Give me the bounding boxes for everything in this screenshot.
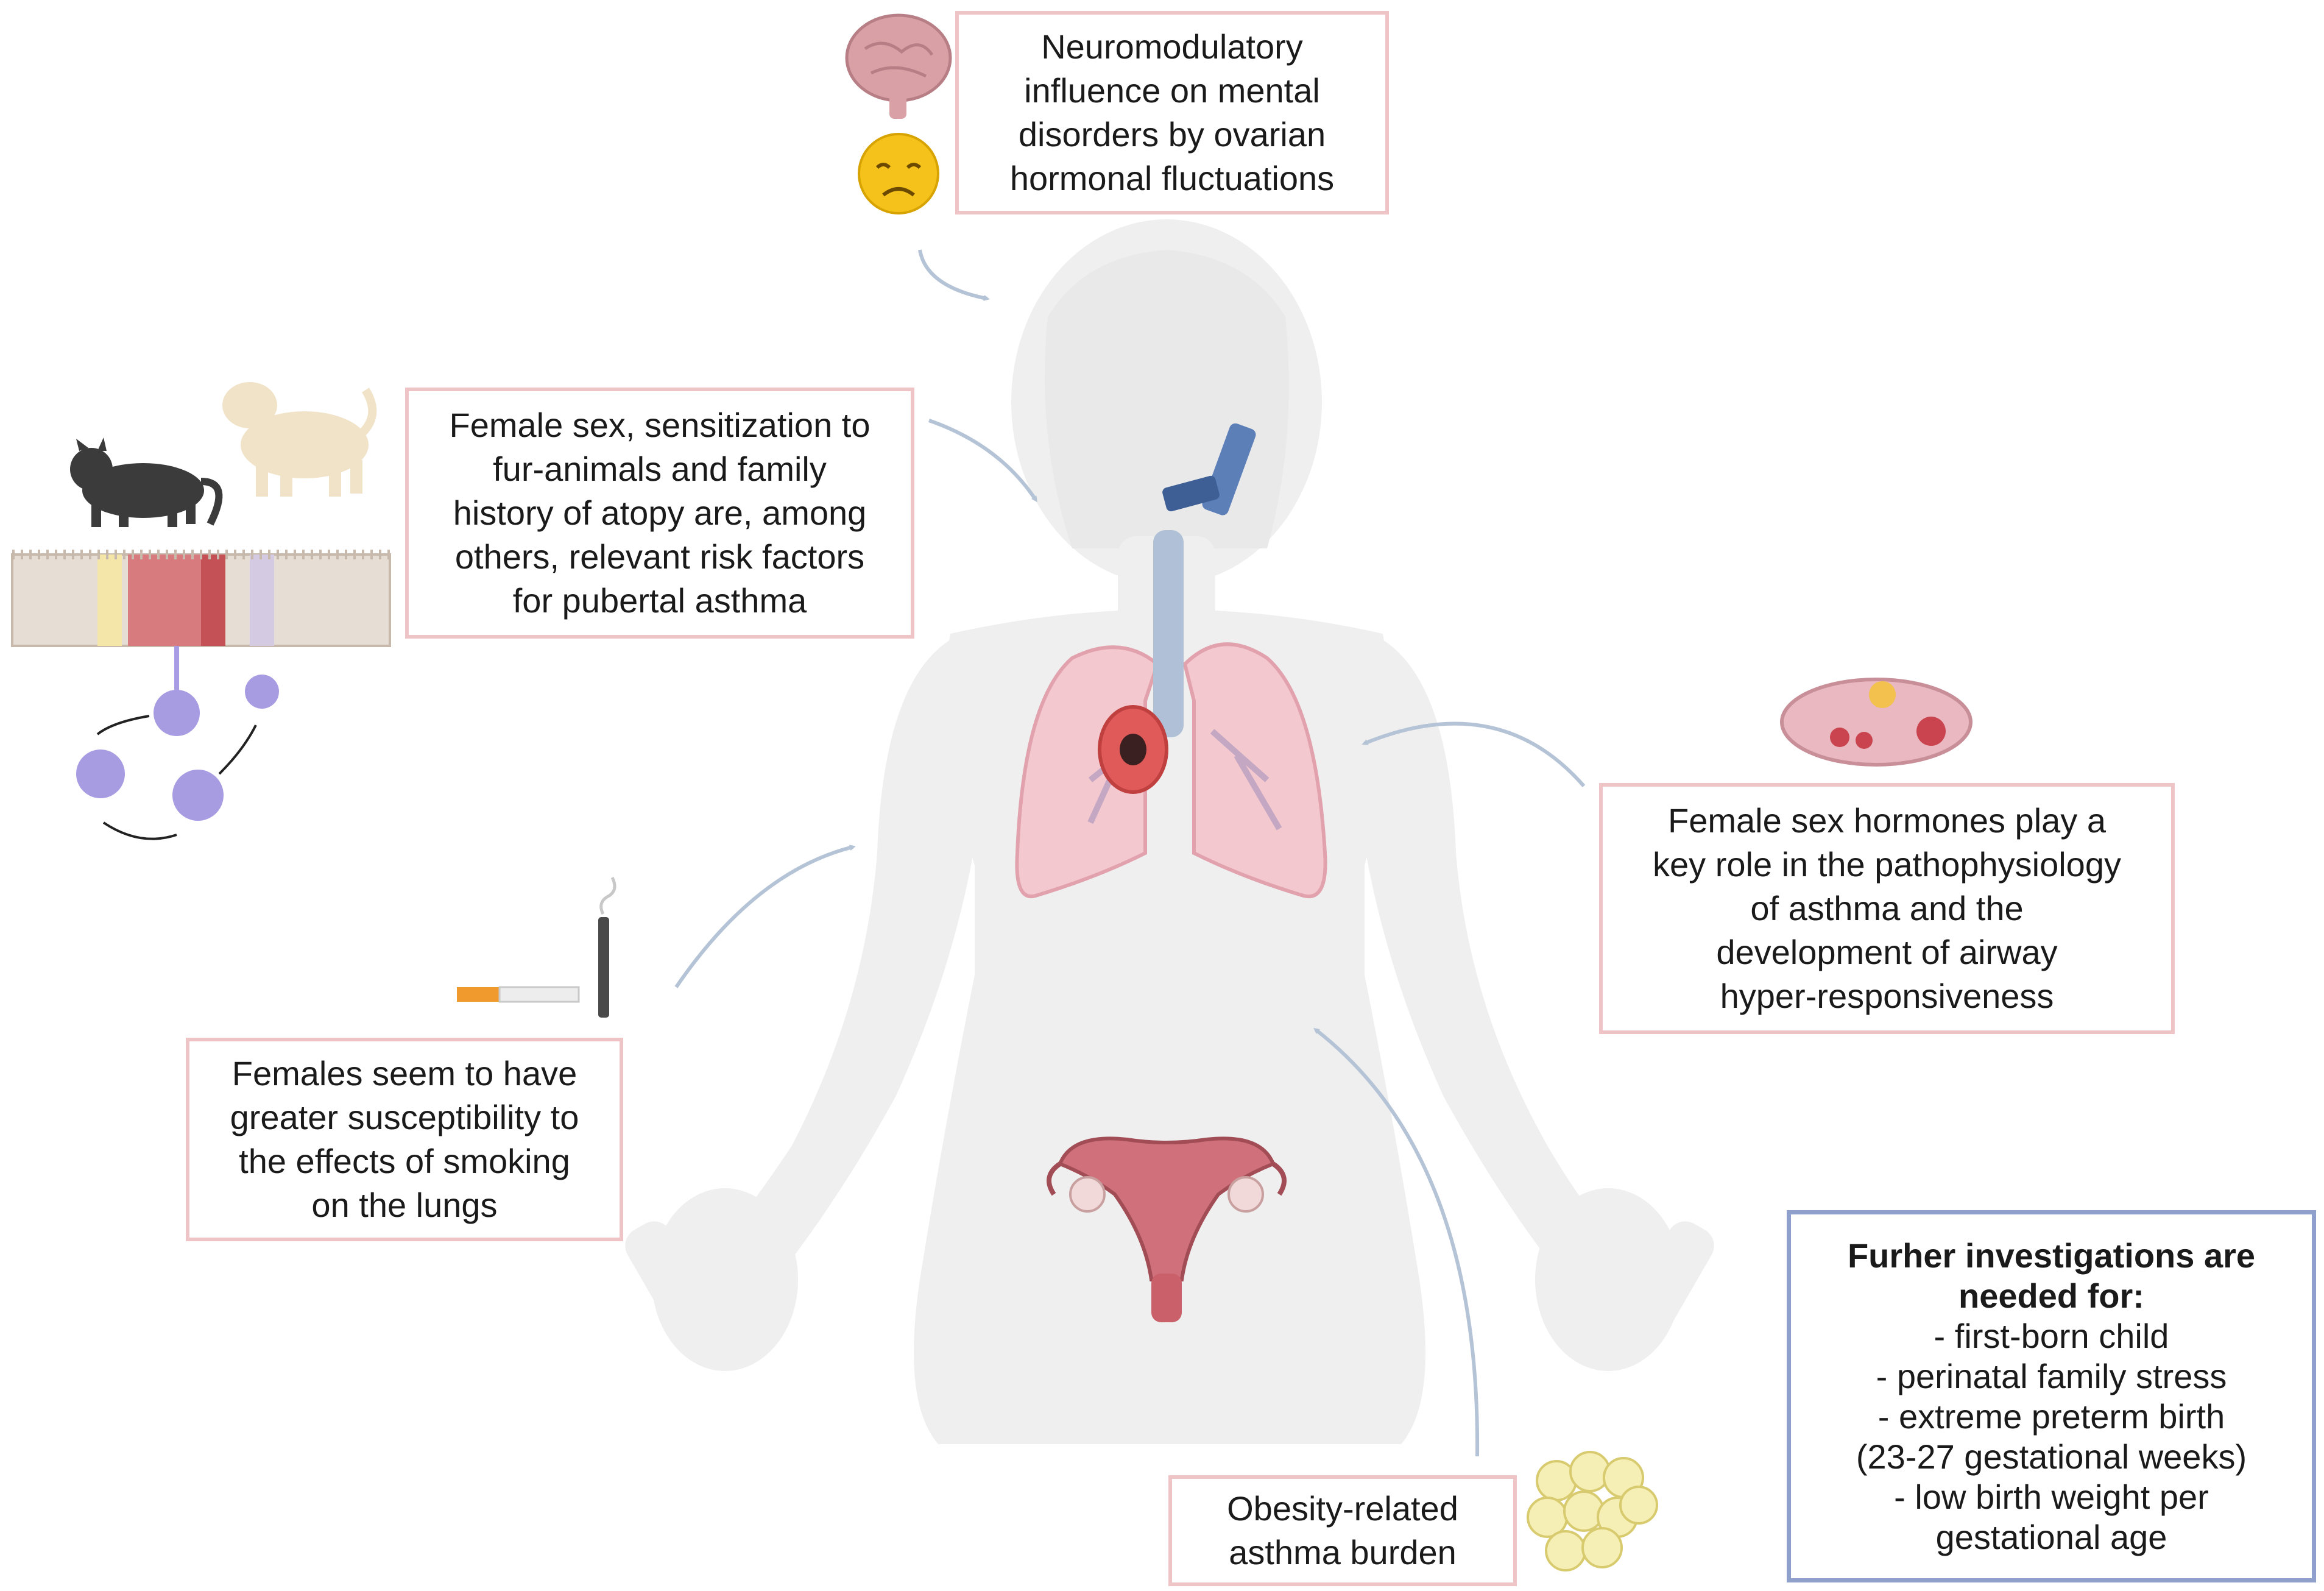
dog-icon xyxy=(222,382,377,497)
further-item: - first-born child xyxy=(1934,1316,2169,1355)
text-line: hormonal fluctuations xyxy=(1009,159,1335,197)
inhaler-icon xyxy=(1162,423,1256,516)
neuromodulatory-text: Neuromodulatory influence on mental diso… xyxy=(1010,25,1334,200)
text-line: development of airway xyxy=(1716,933,2058,971)
text-line: key role in the pathophysiology xyxy=(1653,845,2121,884)
risk-factors-text: Female sex, sensitization to fur-animals… xyxy=(450,403,871,623)
arrows xyxy=(674,249,1586,1457)
cigarette-icon xyxy=(457,986,580,1003)
further-item: gestational age xyxy=(1935,1517,2167,1556)
obesity-text: Obesity-related asthma burden xyxy=(1227,1487,1458,1575)
further-item: (23-27 gestational weeks) xyxy=(1856,1437,2247,1476)
further-item: - low birth weight per xyxy=(1894,1477,2209,1516)
further-title-line: needed for: xyxy=(1958,1276,2144,1315)
text-line: asthma burden xyxy=(1229,1533,1457,1572)
e-cigarette-icon xyxy=(598,876,616,1018)
further-title-line: Furher investigations are xyxy=(1847,1236,2256,1275)
text-line: history of atopy are, among xyxy=(453,494,867,532)
text-line: of asthma and the xyxy=(1750,889,2024,927)
text-line: hyper-responsiveness xyxy=(1720,977,2054,1015)
smoking-box: Females seem to have greater susceptibil… xyxy=(186,1038,623,1241)
text-line: others, relevant risk factors xyxy=(454,537,865,576)
risk-factors-box: Female sex, sensitization to fur-animals… xyxy=(405,388,914,639)
fat-cells-icon xyxy=(1527,1451,1658,1572)
smoking-text: Females seem to have greater susceptibil… xyxy=(230,1052,579,1227)
sex-hormones-box: Female sex hormones play a key role in t… xyxy=(1599,783,2175,1034)
sex-hormones-text: Female sex hormones play a key role in t… xyxy=(1653,799,2121,1018)
airway-section-icon xyxy=(1098,705,1168,794)
text-line: disorders by ovarian xyxy=(1018,115,1326,154)
airway-epithelium-icon xyxy=(11,550,391,647)
text-line: Females seem to have xyxy=(231,1054,577,1093)
further-investigations-box: Furher investigations are needed for: - … xyxy=(1787,1210,2316,1582)
trachea-icon xyxy=(1153,530,1184,737)
text-line: Neuromodulatory xyxy=(1041,27,1303,66)
obesity-box: Obesity-related asthma burden xyxy=(1168,1475,1517,1586)
cat-icon xyxy=(70,438,223,527)
text-line: Obesity-related xyxy=(1227,1489,1458,1528)
text-line: Female sex hormones play a xyxy=(1667,801,2106,840)
text-line: greater susceptibility to xyxy=(230,1098,579,1136)
sad-face-icon xyxy=(858,133,939,214)
text-line: fur-animals and family xyxy=(493,450,827,488)
text-line: the effects of smoking xyxy=(239,1142,570,1180)
text-line: Female sex, sensitization to xyxy=(449,406,871,444)
text-line: on the lungs xyxy=(311,1186,498,1224)
immune-cell-icon xyxy=(76,646,279,821)
text-line: influence on mental xyxy=(1024,71,1320,110)
ovary-icon xyxy=(1780,678,1973,767)
neuromodulatory-box: Neuromodulatory influence on mental diso… xyxy=(955,11,1389,214)
brain-icon xyxy=(845,13,952,119)
further-item: - perinatal family stress xyxy=(1876,1356,2227,1395)
further-item: - extreme preterm birth xyxy=(1877,1397,2225,1436)
text-line: for pubertal asthma xyxy=(512,581,807,620)
further-investigations-text: Furher investigations are needed for: - … xyxy=(1848,1236,2255,1557)
uterus-icon xyxy=(1047,1136,1287,1322)
